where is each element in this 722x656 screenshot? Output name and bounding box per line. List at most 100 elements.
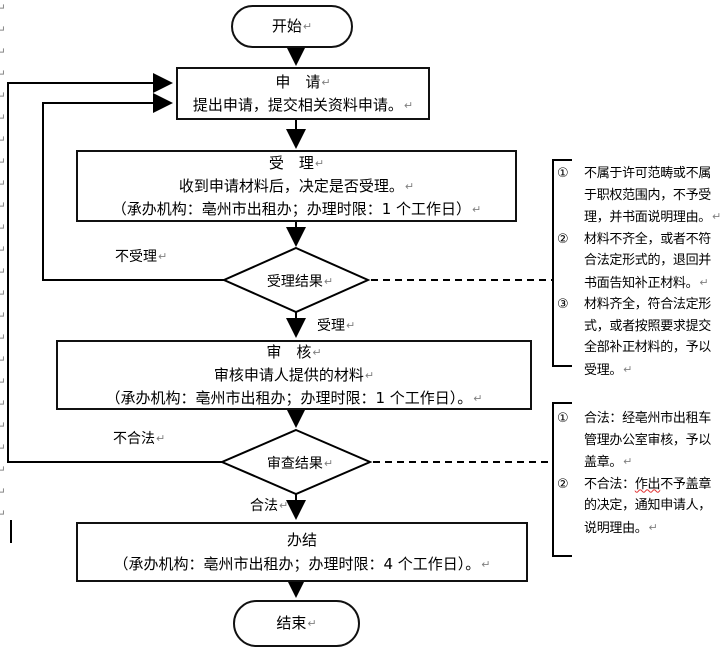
return-mark: ↵ <box>403 98 414 112</box>
return-mark: ↵ <box>156 432 166 445</box>
note-text: 不合法： <box>584 476 635 492</box>
return-mark: ↵ <box>346 319 356 332</box>
return-mark: ↵ <box>623 455 633 468</box>
paragraph-return-mark: ↵ <box>0 243 7 257</box>
return-mark: ↵ <box>307 617 317 630</box>
accept-agency: （承办机构：亳州市出租办；办理时限：1 个工作日） <box>111 199 472 218</box>
note-number: ② <box>557 231 569 247</box>
return-mark: ↵ <box>323 275 334 288</box>
return-mark: ↵ <box>302 20 313 33</box>
paragraph-return-mark: ↵ <box>0 463 7 477</box>
paragraph-return-mark: ↵ <box>0 1 7 15</box>
review-decision-diamond <box>219 428 373 496</box>
paragraph-return-mark: ↵ <box>0 507 7 521</box>
note-number: ① <box>557 166 569 181</box>
legal-edge-label-wrap: 合法↵ <box>250 495 288 515</box>
accept-decision-label-wrap: 受理结果↵ <box>267 271 333 291</box>
note-text: 材料齐全，符合法定形式，或者按照要求提交全部补正材料的，予以受理。 <box>584 297 712 378</box>
return-mark: ↵ <box>364 368 375 382</box>
accept-notes-bracket <box>552 159 572 367</box>
accepted-edge-label-wrap: 受理↵ <box>317 315 355 335</box>
paragraph-return-mark: ↵ <box>0 111 7 125</box>
return-mark: ↵ <box>623 362 633 376</box>
return-mark: ↵ <box>699 275 709 289</box>
paragraph-return-mark: ↵ <box>0 397 7 411</box>
return-mark: ↵ <box>473 391 483 405</box>
accept-note-item-3: ③ 材料齐全，符合法定形式，或者按照要求提交全部补正材料的，予以受理。↵ <box>557 294 722 381</box>
accept-desc: 收到申请材料后，决定是否受理。 <box>178 176 404 195</box>
return-mark: ↵ <box>481 557 491 571</box>
complete-process-box: 办结 （承办机构：亳州市出租办；办理时限：4 个工作日）。↵ <box>76 522 528 582</box>
end-label: 结束 <box>276 614 307 632</box>
review-note-item-2: ② 不合法：作出不予盖章的决定，通知申请人，说明理由。↵ <box>557 474 722 540</box>
start-terminator: 开始↵ <box>231 5 353 48</box>
paragraph-return-mark: ↵ <box>0 155 7 169</box>
apply-process-box: 申 请↵ 提出申请，提交相关资料申请。↵ <box>176 67 430 120</box>
return-mark: ↵ <box>312 345 322 359</box>
spellcheck-flagged-text: 作出 <box>634 476 661 492</box>
accepted-edge-label: 受理 <box>317 318 345 334</box>
legal-edge-label: 合法 <box>250 498 278 514</box>
complete-title: 办结 <box>286 530 317 549</box>
paragraph-return-mark: ↵ <box>0 177 7 191</box>
paragraph-return-mark: ↵ <box>0 485 7 499</box>
return-mark: ↵ <box>323 457 334 470</box>
apply-desc: 提出申请，提交相关资料申请。 <box>192 95 403 114</box>
return-mark: ↵ <box>712 210 721 223</box>
paragraph-return-mark: ↵ <box>0 199 7 213</box>
paragraph-return-mark: ↵ <box>0 287 7 301</box>
not-accepted-edge-label-wrap: 不受理↵ <box>115 246 167 266</box>
note-text: 合法：经亳州市出租车管理办公室审核，予以盖章。 <box>584 411 712 470</box>
return-mark: ↵ <box>321 75 331 89</box>
start-label: 开始 <box>271 17 302 35</box>
note-text: 不属于许可范畴或不属于职权范围内，不予受理，并书面说明理由。 <box>584 166 712 225</box>
apply-title: 申 请 <box>275 72 321 91</box>
paragraph-return-mark: ↵ <box>0 353 7 367</box>
accept-decision-label: 受理结果 <box>266 274 323 290</box>
paragraph-return-mark: ↵ <box>0 23 7 37</box>
paragraph-return-mark: ↵ <box>0 309 7 323</box>
note-text: 不予盖章的决定，通知申请人，说明理由。 <box>584 476 712 536</box>
return-mark: ↵ <box>472 202 482 216</box>
accept-process-box: 受 理↵ 收到申请材料后，决定是否受理。↵ （承办机构：亳州市出租办；办理时限：… <box>76 150 517 222</box>
accept-notes-block: ① 不属于许可范畴或不属于职权范围内，不予受理，并书面说明理由。↵ ② 材料不齐… <box>557 163 722 381</box>
return-mark: ↵ <box>314 156 325 170</box>
complete-agency: （承办机构：亳州市出租办；办理时限：4 个工作日）。 <box>113 554 481 573</box>
note-number: ② <box>557 476 569 492</box>
return-mark: ↵ <box>404 179 415 193</box>
note-text: 材料不齐全，或者不符合法定形式的，退回并书面告知补正材料。 <box>584 231 712 291</box>
review-process-box: 审 核↵ 审核申请人提供的材料↵ （承办机构：亳州市出租办；办理时限：1 个工作… <box>56 340 532 410</box>
review-note-item-1: ① 合法：经亳州市出租车管理办公室审核，予以盖章。↵ <box>557 408 722 474</box>
paragraph-return-mark: ↵ <box>0 331 7 345</box>
paragraph-return-mark: ↵ <box>0 45 7 59</box>
review-notes-bracket <box>552 402 572 557</box>
review-agency: （承办机构：亳州市出租办；办理时限：1 个工作日）。 <box>105 388 473 407</box>
review-decision-label-wrap: 审查结果↵ <box>267 453 333 473</box>
not-legal-edge-label: 不合法 <box>113 431 155 447</box>
not-accepted-edge-label: 不受理 <box>115 249 157 265</box>
accept-note-item-1: ① 不属于许可范畴或不属于职权范围内，不予受理，并书面说明理由。↵ <box>557 163 722 229</box>
connector-not-legal-feedback <box>7 73 222 463</box>
return-mark: ↵ <box>158 250 168 263</box>
return-mark: ↵ <box>648 520 658 534</box>
review-notes-block: ① 合法：经亳州市出租车管理办公室审核，予以盖章。↵ ② 不合法：作出不予盖章的… <box>557 408 722 539</box>
accept-decision-diamond <box>221 246 371 314</box>
return-mark: ↵ <box>279 499 289 512</box>
paragraph-return-mark: ↵ <box>0 419 7 433</box>
paragraph-return-mark: ↵ <box>0 67 7 81</box>
text-cursor <box>10 520 12 543</box>
review-decision-label: 审查结果 <box>266 456 323 472</box>
paragraph-return-mark: ↵ <box>0 89 7 103</box>
paragraph-return-mark: ↵ <box>0 221 7 235</box>
paragraph-return-mark: ↵ <box>0 265 7 279</box>
note-number: ③ <box>557 297 569 312</box>
paragraph-return-mark: ↵ <box>0 441 7 455</box>
accept-note-item-2: ② 材料不齐全，或者不符合法定形式的，退回并书面告知补正材料。↵ <box>557 229 722 295</box>
not-legal-edge-label-wrap: 不合法↵ <box>113 428 165 448</box>
paragraph-return-mark: ↵ <box>0 133 7 147</box>
paragraph-return-mark: ↵ <box>0 375 7 389</box>
review-desc: 审核申请人提供的材料 <box>213 365 364 384</box>
accept-title: 受 理 <box>268 153 314 172</box>
